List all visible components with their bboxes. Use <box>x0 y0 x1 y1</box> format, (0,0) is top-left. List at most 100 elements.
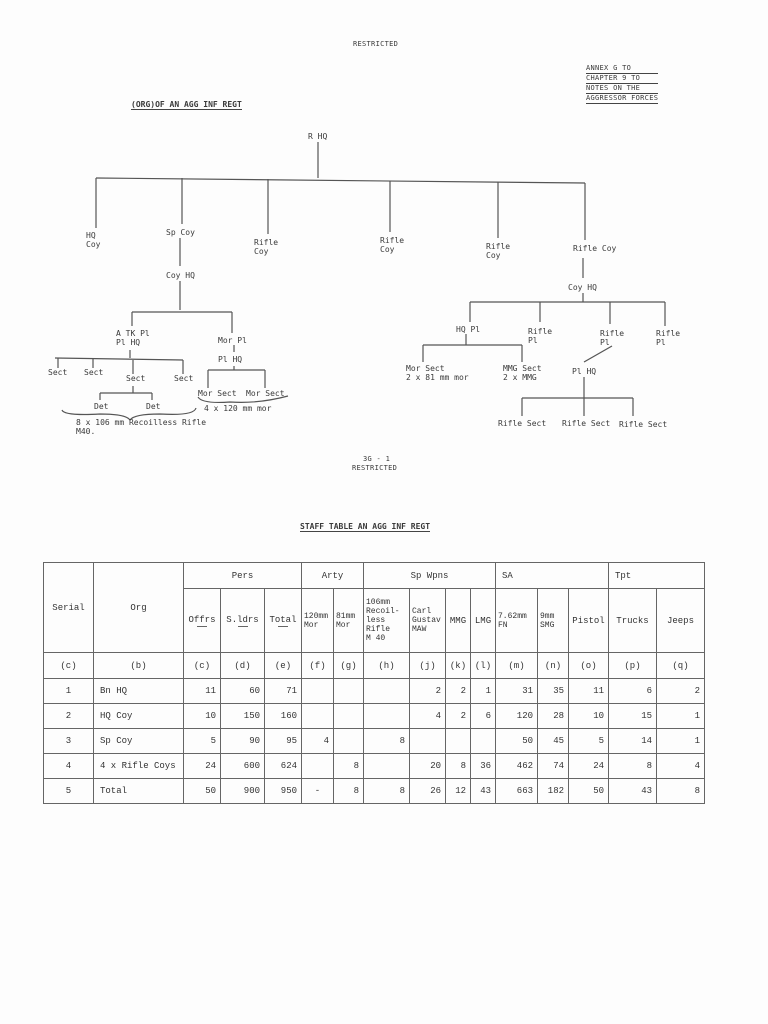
header-tpt: Tpt <box>608 562 705 589</box>
node-mor-pl-hq: Pl HQ <box>218 355 243 364</box>
value-cell: 45 <box>537 728 569 754</box>
value-cell: 50 <box>495 728 538 754</box>
staff-table-title: STAFF TABLE AN AGG INF REGT <box>300 522 431 532</box>
value-cell: 160 <box>264 703 302 729</box>
serial-cell: 5 <box>43 778 94 804</box>
header-81mm-mor: 81mm Mor <box>333 588 364 653</box>
value-cell: 1 <box>656 728 705 754</box>
node-rifle-sect: Rifle Sect <box>498 419 547 428</box>
org-cell: Sp Coy <box>93 728 184 754</box>
org-chart-title: (ORG)OF AN AGG INF REGT <box>131 100 242 110</box>
value-cell: 36 <box>470 753 496 779</box>
value-cell: 71 <box>264 678 302 704</box>
annex-line: ANNEX G TO <box>586 64 659 74</box>
value-cell: 95 <box>264 728 302 754</box>
node-rifle-pl: Rifle Pl <box>656 329 681 347</box>
value-cell: 35 <box>537 678 569 704</box>
value-cell <box>333 703 364 729</box>
annex-line: CHAPTER 9 TO <box>586 74 659 84</box>
serial-cell: 1 <box>43 678 94 704</box>
header-sp-wpns: Sp Wpns <box>363 562 496 589</box>
node-sect: Sect <box>84 368 104 377</box>
value-cell: 12 <box>445 778 471 804</box>
table-group-header-row: Serial Org Pers Arty Sp Wpns SA Tpt <box>43 562 705 653</box>
node-rifle-coy: Rifle Coy <box>380 236 405 254</box>
value-cell: 6 <box>608 678 657 704</box>
letter-cell: (m) <box>495 652 538 679</box>
value-cell: 5 <box>183 728 221 754</box>
node-mor-pl: Mor Pl <box>218 336 247 345</box>
annex-reference: ANNEX G TO CHAPTER 9 TO NOTES ON THE AGG… <box>586 64 659 104</box>
node-rifle-coy-hq: Coy HQ <box>568 283 597 292</box>
org-cell: Total <box>93 778 184 804</box>
value-cell <box>363 678 410 704</box>
value-cell: 8 <box>608 753 657 779</box>
table-row: 3 Sp Coy 5 90 95 4 8 50 45 5 14 1 <box>43 728 705 754</box>
value-cell <box>333 728 364 754</box>
node-atk-pl: A TK Pl Pl HQ <box>116 329 150 347</box>
header-pers: Pers <box>183 562 302 589</box>
node-mor-sect: Mor Sect <box>246 389 285 398</box>
value-cell: 14 <box>608 728 657 754</box>
header-org: Org <box>93 562 184 653</box>
value-cell <box>363 703 410 729</box>
org-cell: Bn HQ <box>93 678 184 704</box>
node-sect: Sect <box>126 374 146 383</box>
header-762mm-fn: 7.62mm FN <box>495 588 538 653</box>
value-cell: 20 <box>409 753 446 779</box>
serial-cell: 2 <box>43 703 94 729</box>
recoilless-rifle-note: 8 x 106 mm Recoilless Rifle M40. <box>76 418 207 436</box>
value-cell: 950 <box>264 778 302 804</box>
value-cell: 26 <box>409 778 446 804</box>
value-cell <box>470 728 496 754</box>
value-cell: 31 <box>495 678 538 704</box>
letter-cell: (p) <box>608 652 657 679</box>
table-sub-header-row: Offrs S.ldrs Total 120mm Mor 81mm Mor 10… <box>44 588 705 653</box>
letter-cell: (j) <box>409 652 446 679</box>
value-cell: 4 <box>656 753 705 779</box>
value-cell: 11 <box>183 678 221 704</box>
header-9mm-smg: 9mm SMG <box>537 588 569 653</box>
value-cell: 2 <box>656 678 705 704</box>
letter-cell: (k) <box>445 652 471 679</box>
header-lmg: LMG <box>470 588 496 653</box>
letter-cell: (e) <box>264 652 302 679</box>
header-mmg: MMG <box>445 588 471 653</box>
node-det: Det <box>94 402 109 411</box>
value-cell: 90 <box>220 728 265 754</box>
value-cell: 1 <box>656 703 705 729</box>
node-mor-sect-81: Mor Sect 2 x 81 mm mor <box>406 364 469 382</box>
header-106mm-rifle: 106mm Recoil- less Rifle M 40 <box>363 588 410 653</box>
header-offrs: Offrs <box>183 588 221 653</box>
value-cell: 15 <box>608 703 657 729</box>
letter-cell: (g) <box>333 652 364 679</box>
value-cell <box>333 678 364 704</box>
letter-cell: (o) <box>568 652 609 679</box>
header-sa: SA <box>495 562 609 589</box>
header-120mm-mor: 120mm Mor <box>301 588 334 653</box>
value-cell: 150 <box>220 703 265 729</box>
table-row: 2 HQ Coy 10 150 160 4 2 6 120 28 10 15 1 <box>43 703 705 729</box>
value-cell: 8 <box>656 778 705 804</box>
node-det: Det <box>146 402 161 411</box>
node-rifle-pl: Rifle Pl <box>600 329 625 347</box>
letter-cell: (d) <box>220 652 265 679</box>
top-restricted-stamp: RESTRICTED <box>353 40 399 48</box>
value-cell: 10 <box>568 703 609 729</box>
node-rifle-coy: Rifle Coy <box>254 238 279 256</box>
annex-line: AGGRESSOR FORCES <box>586 94 659 104</box>
header-trucks: Trucks <box>608 588 657 653</box>
header-pistol: Pistol <box>568 588 609 653</box>
value-cell: 50 <box>568 778 609 804</box>
value-cell: 4 <box>301 728 334 754</box>
header-arty: Arty <box>301 562 364 589</box>
header-soldrs: S.ldrs <box>220 588 265 653</box>
annex-line: NOTES ON THE <box>586 84 659 94</box>
value-cell: 600 <box>220 753 265 779</box>
value-cell: 2 <box>409 678 446 704</box>
value-cell: - <box>301 778 334 804</box>
value-cell: 8 <box>363 778 410 804</box>
node-mmg-sect: MMG Sect 2 x MMG <box>503 364 542 382</box>
node-rifle-sect: Rifle Sect <box>562 419 611 428</box>
